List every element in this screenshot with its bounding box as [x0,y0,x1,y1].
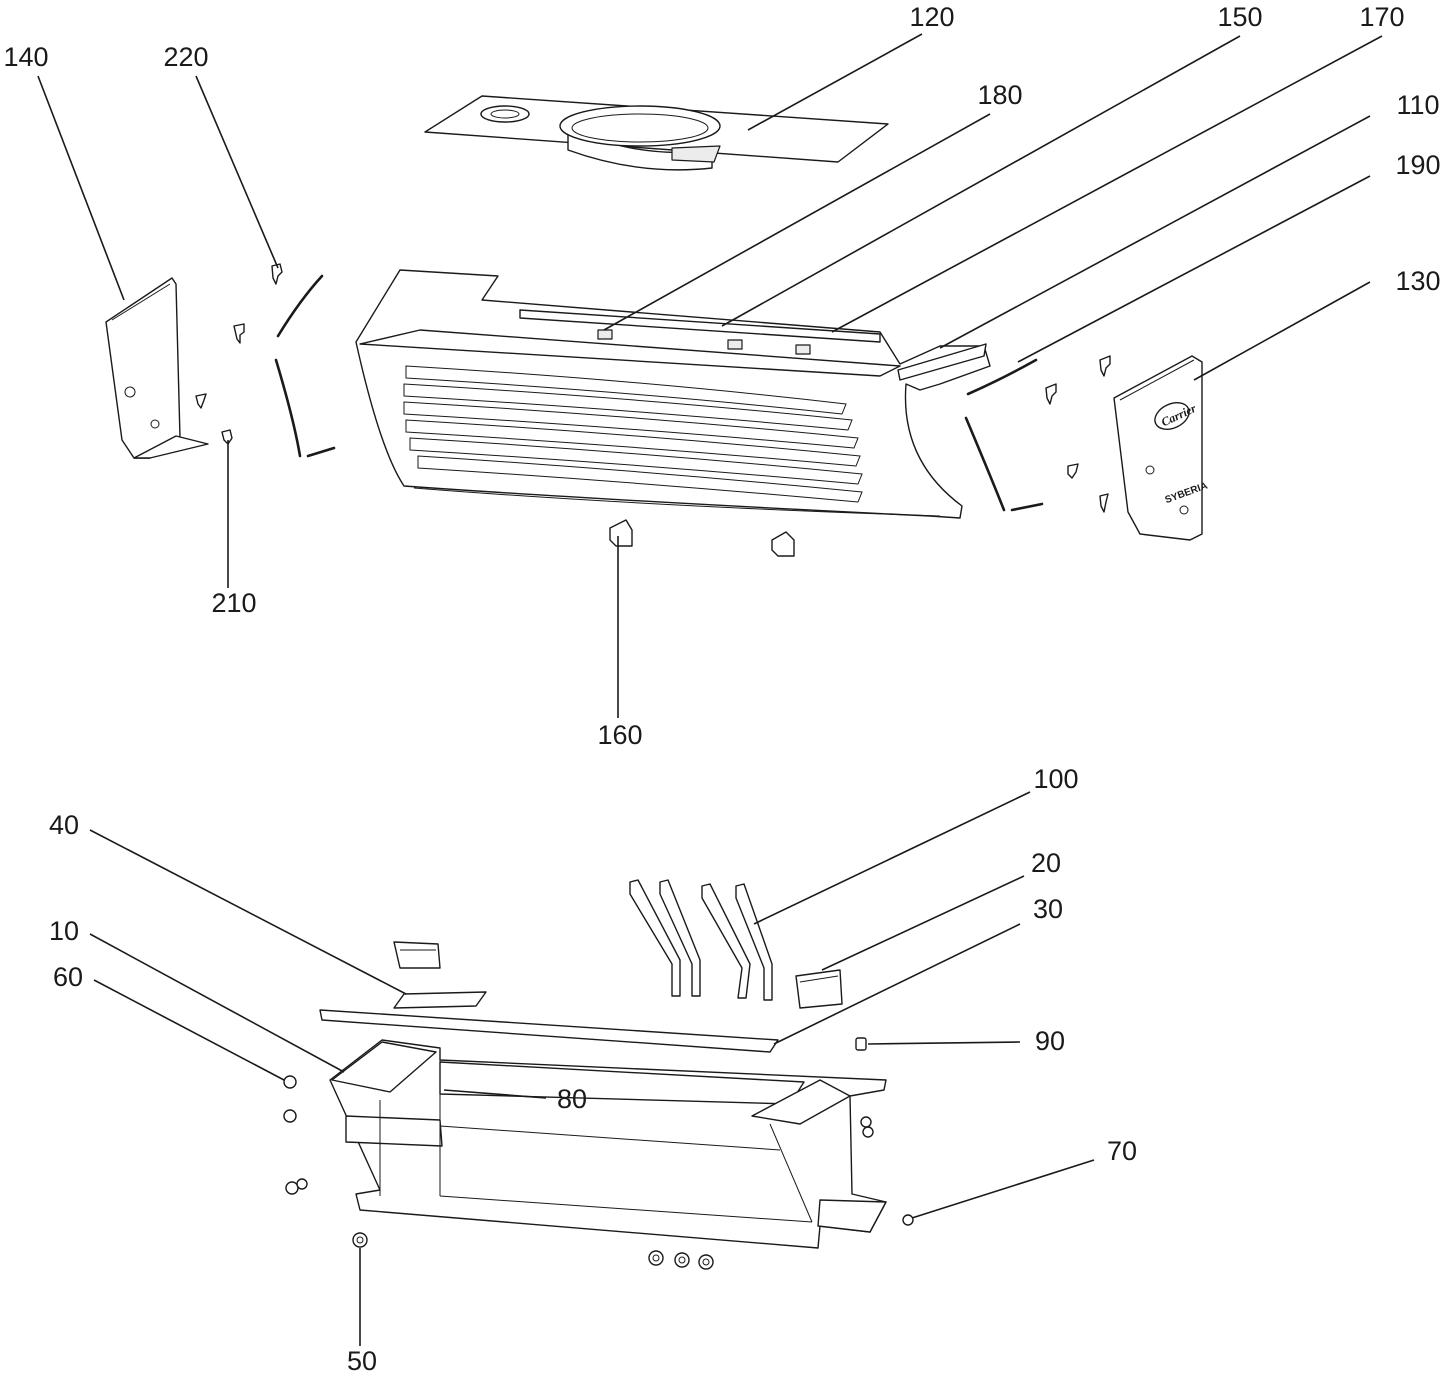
callout-170: 170 [831,2,1405,333]
part-bracket-right [795,969,843,1009]
part-bracket-small [393,941,441,969]
callout-label-160: 160 [597,720,642,750]
leader-line-110 [939,115,1371,349]
callout-label-120: 120 [909,2,954,32]
leader-line-180 [603,113,991,331]
callout-100: 100 [753,764,1079,925]
callout-label-70: 70 [1107,1136,1137,1166]
part-top-plate [424,95,889,171]
callout-190: 190 [1017,150,1441,363]
callout-210: 210 [211,440,257,618]
callout-layer: 120 150 170 140 220 180 110 190 130 210 160 100 20 40… [3,2,1440,1376]
leader-line-60 [93,979,285,1081]
callout-label-60: 60 [53,962,83,992]
callout-label-90: 90 [1035,1026,1065,1056]
leader-line-220 [195,75,279,269]
leader-line-150 [721,35,1241,327]
callout-label-140: 140 [3,42,48,72]
part-left-clips [195,263,283,445]
callout-label-40: 40 [49,810,79,840]
leader-line-190 [1017,175,1371,363]
leader-line-120 [747,33,923,131]
callout-70: 70 [911,1136,1137,1219]
louvres [403,365,863,503]
leader-line-70 [911,1159,1095,1219]
part-vertical-brackets [629,879,773,1001]
part-right-gaskets [964,358,1044,512]
callout-160: 160 [597,536,643,750]
part-left-gaskets [274,274,336,458]
callout-120: 120 [747,2,955,131]
part-small-plate [393,991,487,1009]
callout-140: 140 [3,42,125,301]
callout-30: 30 [773,894,1063,1045]
part-washers [352,1232,714,1270]
part-lower-clips [609,519,795,557]
callout-40: 40 [49,810,407,995]
leader-line-90 [867,1041,1021,1045]
leader-line-20 [821,875,1025,971]
callout-220: 220 [163,42,279,269]
leader-line-80 [443,1089,547,1099]
callout-label-10: 10 [49,916,79,946]
leader-line-100 [753,791,1031,925]
callout-label-50: 50 [347,1346,377,1376]
callout-80: 80 [443,1084,587,1114]
callout-20: 20 [821,848,1061,971]
callout-label-190: 190 [1395,150,1440,180]
part-long-rail [319,1009,779,1053]
part-right-end-cap: Carrier SYBERIA [1113,355,1209,541]
callout-150: 150 [721,2,1263,327]
callout-180: 180 [603,80,1023,331]
part-main-cover [355,269,991,519]
callout-label-210: 210 [211,588,256,618]
leader-line-40 [89,829,407,995]
callout-60: 60 [53,962,285,1081]
callout-label-220: 220 [163,42,208,72]
part-right-clips [1045,355,1111,513]
callout-label-170: 170 [1359,2,1404,32]
callout-label-30: 30 [1033,894,1063,924]
callout-90: 90 [867,1026,1065,1056]
part-grommets-right [860,1116,914,1226]
leader-line-170 [831,35,1383,333]
callout-label-130: 130 [1395,266,1440,296]
callout-label-180: 180 [977,80,1022,110]
callout-label-110: 110 [1396,90,1439,120]
part-chassis-frame [329,1039,887,1249]
leader-line-140 [37,75,125,301]
callout-10: 10 [49,916,345,1073]
callout-130: 130 [1193,266,1441,381]
part-left-end-cap [105,277,209,459]
part-spacer [855,1037,867,1051]
part-grommets-left [283,1075,308,1195]
callout-label-100: 100 [1033,764,1078,794]
leader-line-30 [773,923,1021,1045]
callout-label-80: 80 [557,1084,587,1114]
leader-line-130 [1193,281,1371,381]
callout-110: 110 [939,90,1440,349]
callout-label-20: 20 [1031,848,1061,878]
callout-label-150: 150 [1217,2,1262,32]
leader-line-10 [89,933,345,1073]
part-cover-clips [597,329,811,355]
callout-50: 50 [347,1248,377,1376]
